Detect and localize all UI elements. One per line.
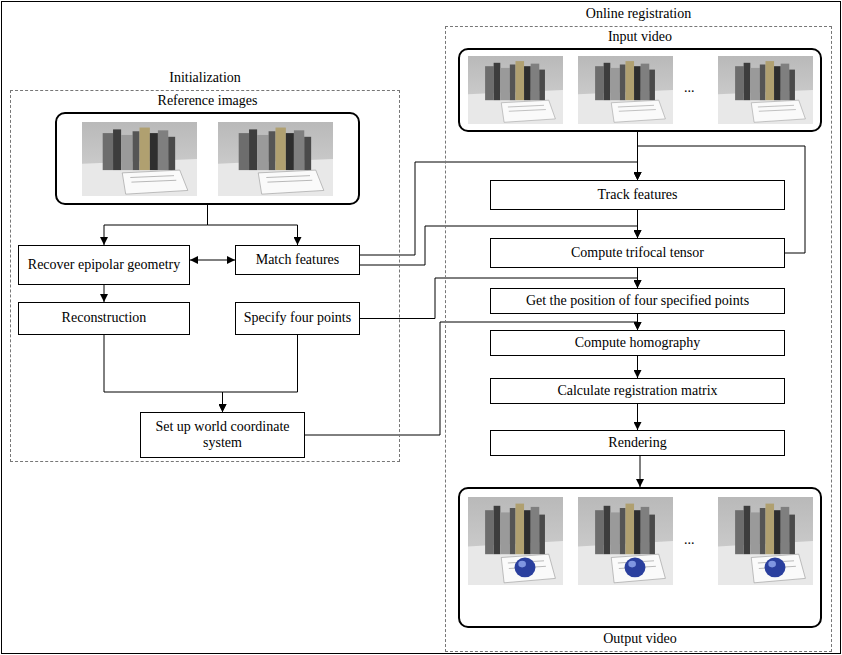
ellipsis-label: ... <box>684 532 695 548</box>
process-box: Recover epipolar geometry <box>18 245 190 285</box>
group-heading: Reference images <box>57 93 358 109</box>
connector-arrow <box>637 268 638 288</box>
video-frame <box>578 497 673 585</box>
process-box: Rendering <box>490 430 785 456</box>
process-box: Compute homography <box>490 330 785 356</box>
ellipsis-label: ... <box>684 80 695 96</box>
box-label: Reconstruction <box>62 310 147 326</box>
group-heading: Input video <box>460 29 820 45</box>
group-heading: Online registration <box>446 6 831 22</box>
box-label: Get the position of four specified point… <box>526 293 749 309</box>
box-label: Calculate registration matrix <box>557 383 717 399</box>
box-label: Match features <box>256 252 340 268</box>
process-box: Compute trifocal tensor <box>490 238 785 268</box>
connector-arrow <box>190 260 235 261</box>
box-label: Specify four points <box>244 310 351 326</box>
connector-arrow <box>104 285 105 302</box>
box-label: Track features <box>598 187 678 203</box>
connector-arrow <box>637 356 638 378</box>
box-label: Compute homography <box>575 335 701 351</box>
connector-arrow <box>637 314 638 330</box>
connector-arrow <box>223 335 298 412</box>
box-label: Set up world coordinate system <box>141 419 304 451</box>
video-frame <box>718 56 813 124</box>
process-box: Set up world coordinate system <box>140 412 305 458</box>
image-group: Reference images <box>55 112 360 205</box>
box-label: Rendering <box>608 435 666 451</box>
process-box: Match features <box>235 245 360 275</box>
reference-photo <box>218 122 333 196</box>
connector-arrow <box>637 210 638 238</box>
process-box: Specify four points <box>235 302 360 335</box>
process-box: Track features <box>490 180 785 210</box>
video-group: Output video <box>458 487 822 628</box>
video-frame <box>468 497 563 585</box>
video-frame <box>468 56 563 124</box>
connector-arrow <box>104 335 223 412</box>
group-heading: Initialization <box>11 70 399 86</box>
region-box: Online registrationInput videoTrack feat… <box>445 26 832 652</box>
box-label: Recover epipolar geometry <box>28 257 180 273</box>
region-box: InitializationReference imagesRecover ep… <box>10 90 400 462</box>
video-frame <box>578 56 673 124</box>
reference-photo <box>82 122 197 196</box>
process-box: Calculate registration matrix <box>490 378 785 404</box>
group-heading: Output video <box>460 631 820 647</box>
process-box: Get the position of four specified point… <box>490 288 785 314</box>
process-box: Reconstruction <box>18 302 190 335</box>
connector-arrow <box>208 205 298 245</box>
video-frame <box>718 497 813 585</box>
video-group: Input video <box>458 48 822 132</box>
connector-arrow <box>637 404 638 430</box>
connector-arrow <box>104 205 208 245</box>
connector-arrow <box>640 456 641 487</box>
box-label: Compute trifocal tensor <box>571 245 704 261</box>
